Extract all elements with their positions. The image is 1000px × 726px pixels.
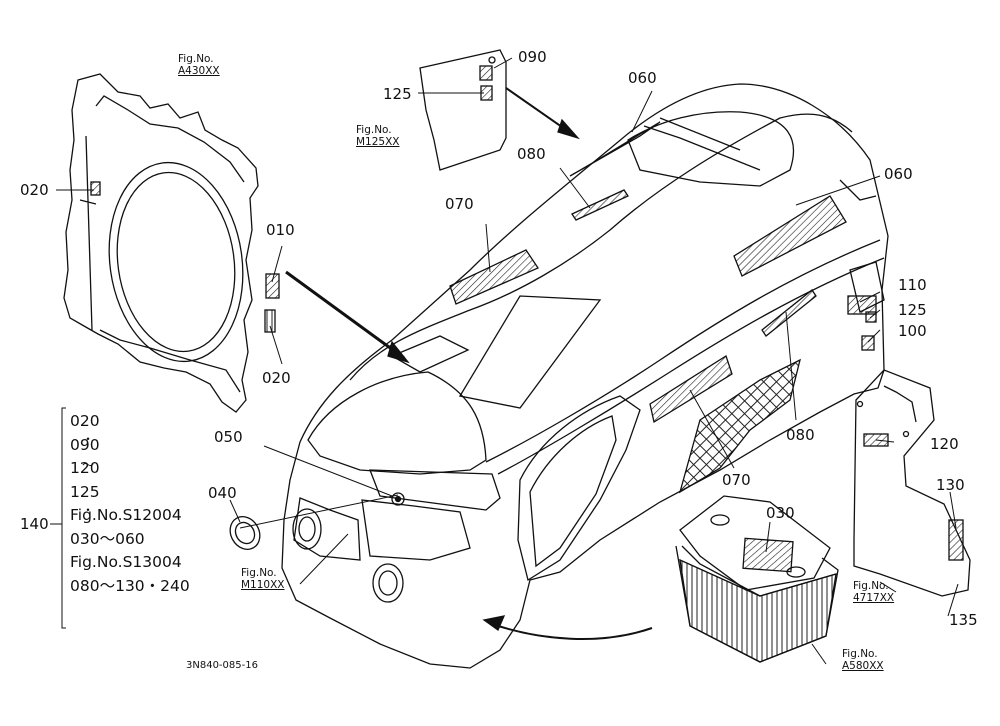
headlight-right	[372, 563, 404, 603]
figure-ref-a430: Fig.No.A430XX	[178, 53, 220, 77]
decal-070-side	[649, 355, 733, 424]
lamp-040	[229, 516, 261, 550]
decal-sheet-part	[419, 49, 507, 171]
legend-dot-1: ・	[82, 432, 95, 446]
legend-line-2: 090	[70, 435, 100, 454]
part-label-125-sheet: 125	[383, 85, 412, 103]
legend-tilde: ～	[82, 458, 95, 472]
part-label-050: 050	[214, 428, 243, 446]
figure-ref-m110: Fig.No.M110XX	[241, 567, 285, 591]
legend-bracket	[50, 407, 66, 629]
decal-060-side	[733, 195, 847, 277]
legend-line-4: 125	[70, 482, 100, 501]
part-label-030: 030	[766, 504, 795, 522]
part-label-140: 140	[20, 515, 49, 533]
fan-shroud-part	[63, 73, 280, 413]
set-composition-legend: 020 090 120 125 Fig.No.S12004 030～060 Fi…	[70, 410, 190, 598]
decal-080-top	[571, 189, 629, 221]
legend-line-7: Fig.No.S13004	[70, 553, 182, 571]
part-label-120: 120	[930, 435, 959, 453]
decal-060-top	[569, 121, 661, 177]
part-label-135: 135	[949, 611, 978, 629]
battery-part	[675, 495, 839, 663]
legend-line-5: Fig.No.S12004	[70, 506, 182, 524]
part-label-060-top: 060	[628, 69, 657, 87]
part-label-080-top: 080	[517, 145, 546, 163]
part-label-110: 110	[898, 276, 927, 294]
decal-110	[847, 295, 877, 315]
legend-line-1: 020	[70, 412, 100, 430]
legend-line-8: 080～130・240	[70, 576, 190, 595]
part-label-100: 100	[898, 322, 927, 340]
part-label-070-top: 070	[445, 195, 474, 213]
decal-080-side	[761, 289, 817, 337]
decal-070-top	[449, 249, 539, 305]
part-label-130: 130	[936, 476, 965, 494]
part-label-080-side: 080	[786, 426, 815, 444]
drawing-code: 3N840-085-16	[186, 660, 258, 671]
legend-line-3: 120	[70, 459, 100, 477]
part-label-020-shroud: 020	[20, 181, 49, 199]
part-label-060-side: 060	[884, 165, 913, 183]
leader-lines	[56, 57, 959, 665]
figure-ref-a580: Fig.No.A580XX	[842, 648, 884, 672]
assembly-arrows	[285, 87, 653, 640]
part-label-020-lower: 020	[262, 369, 291, 387]
part-label-090: 090	[518, 48, 547, 66]
legend-line-6: 030～060	[70, 529, 145, 548]
ornament-050	[391, 492, 405, 506]
figure-ref-4717: Fig.No.4717XX	[853, 580, 895, 604]
part-label-040: 040	[208, 484, 237, 502]
headlight-left	[292, 508, 322, 550]
figure-ref-m125: Fig.No.M125XX	[356, 124, 400, 148]
part-label-070-side: 070	[722, 471, 751, 489]
legend-dot-2: ・	[82, 503, 95, 517]
bonnet-part	[281, 83, 889, 669]
part-label-010: 010	[266, 221, 295, 239]
part-label-125-side: 125	[898, 301, 927, 319]
side-bracket-part	[853, 369, 971, 597]
